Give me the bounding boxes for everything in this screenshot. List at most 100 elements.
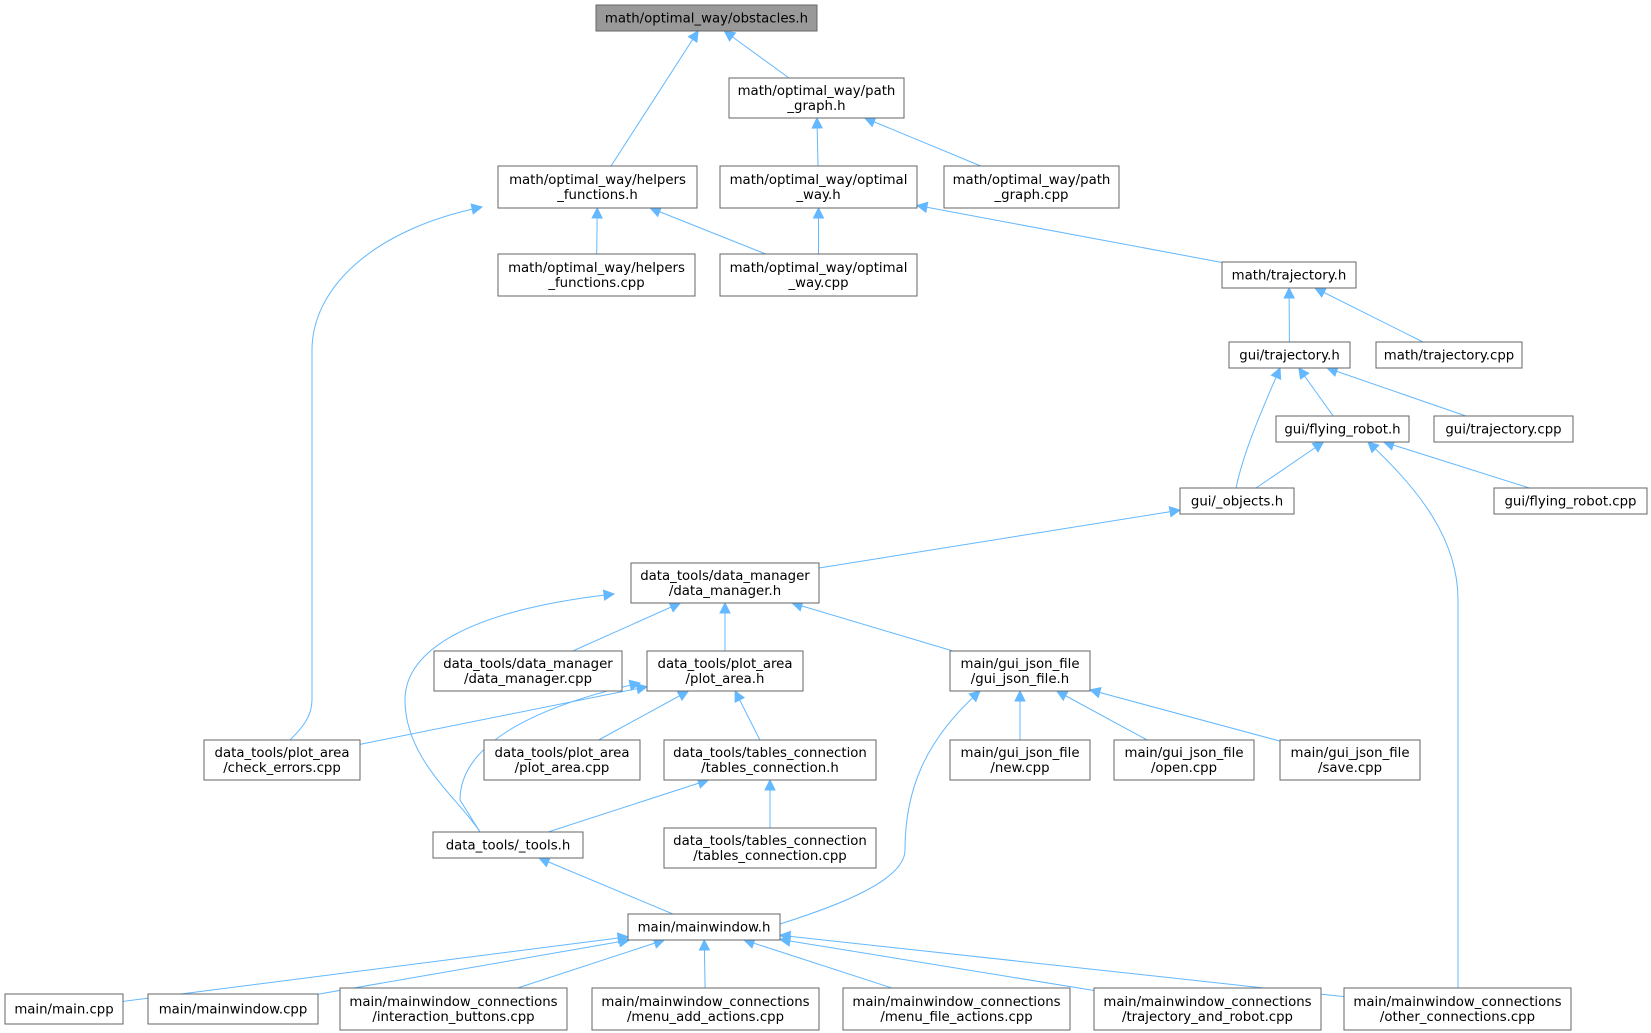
node-label: /tables_connection.cpp <box>693 849 846 864</box>
node-label: math/trajectory.cpp <box>1384 349 1514 364</box>
edge-arrowhead <box>602 589 616 601</box>
nodes-layer: math/optimal_way/obstacles.h math/optimal… <box>4 4 1648 1031</box>
node-new-cpp[interactable]: main/gui_json_file/new.cpp <box>949 739 1091 781</box>
edge-arrowhead <box>1311 441 1325 453</box>
node-box <box>1093 987 1322 1031</box>
node-data-manager-cpp[interactable]: data_tools/data_manager/data_manager.cpp <box>433 650 623 692</box>
edge-line <box>122 936 629 1002</box>
node-label: /gui_json_file.h <box>971 672 1069 687</box>
node-gui-json-file-h[interactable]: main/gui_json_file/gui_json_file.h <box>949 650 1091 692</box>
node-label: /trajectory_and_robot.cpp <box>1122 1010 1293 1025</box>
node-label: /plot_area.h <box>686 672 765 687</box>
node-label: math/optimal_way/optimal <box>730 261 908 276</box>
node-box <box>1343 987 1572 1031</box>
node-tools-h[interactable]: data_tools/_tools.h <box>432 831 584 859</box>
edge-arrowhead <box>1270 366 1282 380</box>
edge-path <box>404 593 615 833</box>
node-main-cpp[interactable]: main/main.cpp <box>4 993 124 1025</box>
node-tables-connection-cpp[interactable]: data_tools/tables_connection/tables_conn… <box>663 827 877 869</box>
node-label: data_tools/plot_area <box>215 746 350 761</box>
edge-data_manager_h-to-plot_area_h <box>719 601 731 651</box>
node-label: main/mainwindow_connections <box>601 995 809 1010</box>
node-optimal-way-h[interactable]: math/optimal_way/optimal_way.h <box>719 165 918 209</box>
edge-line <box>791 602 954 652</box>
node-gui-trajectory-cpp[interactable]: gui/trajectory.cpp <box>1433 415 1574 443</box>
edge-arrowhead <box>915 201 929 214</box>
edge-line <box>1089 689 1281 742</box>
node-data-manager-h[interactable]: data_tools/data_manager/data_manager.h <box>630 562 820 604</box>
node-math-trajectory-cpp[interactable]: math/trajectory.cpp <box>1375 341 1523 369</box>
edge-plot_area_h-to-plot_area_cpp <box>598 690 690 741</box>
node-box <box>595 4 818 32</box>
node-helpers-h[interactable]: math/optimal_way/helpers_functions.h <box>497 165 698 209</box>
node-trajectory-and-robot-cpp[interactable]: main/mainwindow_connections/trajectory_a… <box>1093 987 1322 1031</box>
node-box <box>1279 739 1421 781</box>
node-box <box>497 253 696 297</box>
node-label: data_tools/plot_area <box>495 746 630 761</box>
node-gui-objects-h[interactable]: gui/_objects.h <box>1179 487 1295 515</box>
edge-helpers_h-to-optimal_way_cpp <box>649 206 766 255</box>
node-label: main/mainwindow.cpp <box>159 1003 308 1018</box>
edge-data_manager_h-to-gui_json_file_h <box>790 600 954 652</box>
node-box <box>1221 261 1357 289</box>
node-label: main/main.cpp <box>14 1003 113 1018</box>
node-label: math/optimal_way/optimal <box>730 173 908 188</box>
edge-gui_json_file_h-to-open_cpp <box>1055 690 1148 741</box>
node-plot-area-h[interactable]: data_tools/plot_area/plot_area.h <box>646 650 804 692</box>
node-flying-robot-cpp[interactable]: gui/flying_robot.cpp <box>1493 487 1648 515</box>
node-interaction-buttons-cpp[interactable]: main/mainwindow_connections/interaction_… <box>339 987 568 1031</box>
edge-mainwindow_h-to-interaction_buttons_cpp <box>517 937 666 989</box>
edge-plot_area_h-to-check_errors_cpp <box>359 683 649 745</box>
edge-arrowhead <box>687 30 699 43</box>
node-mainwindow-h[interactable]: main/mainwindow.h <box>627 913 781 941</box>
edge-plot_area_h-to-tools_h <box>459 679 642 833</box>
edge-arrowhead <box>538 856 552 868</box>
node-box <box>663 827 877 869</box>
node-label: data_tools/plot_area <box>658 657 793 672</box>
node-optimal-way-cpp[interactable]: math/optimal_way/optimal_way.cpp <box>719 253 918 297</box>
node-box <box>147 993 319 1025</box>
edge-arrowhead <box>723 30 737 42</box>
node-label: data_tools/data_manager <box>640 569 810 584</box>
node-path-graph-h[interactable]: math/optimal_way/path_graph.h <box>728 77 905 119</box>
node-gui-trajectory-h[interactable]: gui/trajectory.h <box>1228 341 1351 369</box>
edge-line <box>538 857 674 915</box>
node-box <box>1113 739 1255 781</box>
node-label: /menu_file_actions.cpp <box>880 1010 1032 1025</box>
edge-line <box>1314 287 1424 343</box>
edge-line <box>610 30 699 167</box>
node-label: /new.cpp <box>990 761 1049 776</box>
node-box <box>1179 487 1295 515</box>
edge-path <box>459 682 641 833</box>
node-menu-file-actions-cpp[interactable]: main/mainwindow_connections/menu_file_ac… <box>842 987 1071 1031</box>
node-box <box>483 739 641 781</box>
node-mainwindow-cpp[interactable]: main/mainwindow.cpp <box>147 993 319 1025</box>
node-box <box>630 562 820 604</box>
edge-arrowhead <box>591 206 603 219</box>
node-plot-area-cpp[interactable]: data_tools/plot_area/plot_area.cpp <box>483 739 641 781</box>
edge-arrowhead <box>812 206 825 219</box>
node-helpers-cpp[interactable]: math/optimal_way/helpers_functions.cpp <box>497 253 696 297</box>
edge-line <box>572 602 681 652</box>
node-menu-add-actions-cpp[interactable]: main/mainwindow_connections/menu_add_act… <box>591 987 820 1031</box>
node-label: main/mainwindow_connections <box>1103 995 1311 1010</box>
node-box <box>728 77 905 119</box>
node-check-errors-cpp[interactable]: data_tools/plot_area/check_errors.cpp <box>203 739 361 781</box>
node-label: /other_connections.cpp <box>1380 1010 1535 1025</box>
edge-line <box>864 117 981 167</box>
edge-arrowhead <box>668 601 682 613</box>
node-save-cpp[interactable]: main/gui_json_file/save.cpp <box>1279 739 1421 781</box>
node-label: gui/flying_robot.h <box>1284 423 1400 438</box>
node-tables-connection-h[interactable]: data_tools/tables_connection/tables_conn… <box>663 739 877 781</box>
node-path-graph-cpp[interactable]: math/optimal_way/path_graph.cpp <box>943 165 1120 209</box>
node-other-connections-cpp[interactable]: main/mainwindow_connections/other_connec… <box>1343 987 1572 1031</box>
node-flying-robot-h[interactable]: gui/flying_robot.h <box>1275 415 1410 443</box>
node-math-trajectory-h[interactable]: math/trajectory.h <box>1221 261 1357 289</box>
edge-obstacles_h-to-path_graph_h <box>723 30 790 79</box>
node-open-cpp[interactable]: main/gui_json_file/open.cpp <box>1113 739 1255 781</box>
edge-line <box>1383 441 1530 489</box>
edge-arrowhead <box>811 116 823 129</box>
node-box <box>497 165 698 209</box>
node-obstacles-h[interactable]: math/optimal_way/obstacles.h <box>595 4 818 32</box>
node-box <box>4 993 124 1025</box>
